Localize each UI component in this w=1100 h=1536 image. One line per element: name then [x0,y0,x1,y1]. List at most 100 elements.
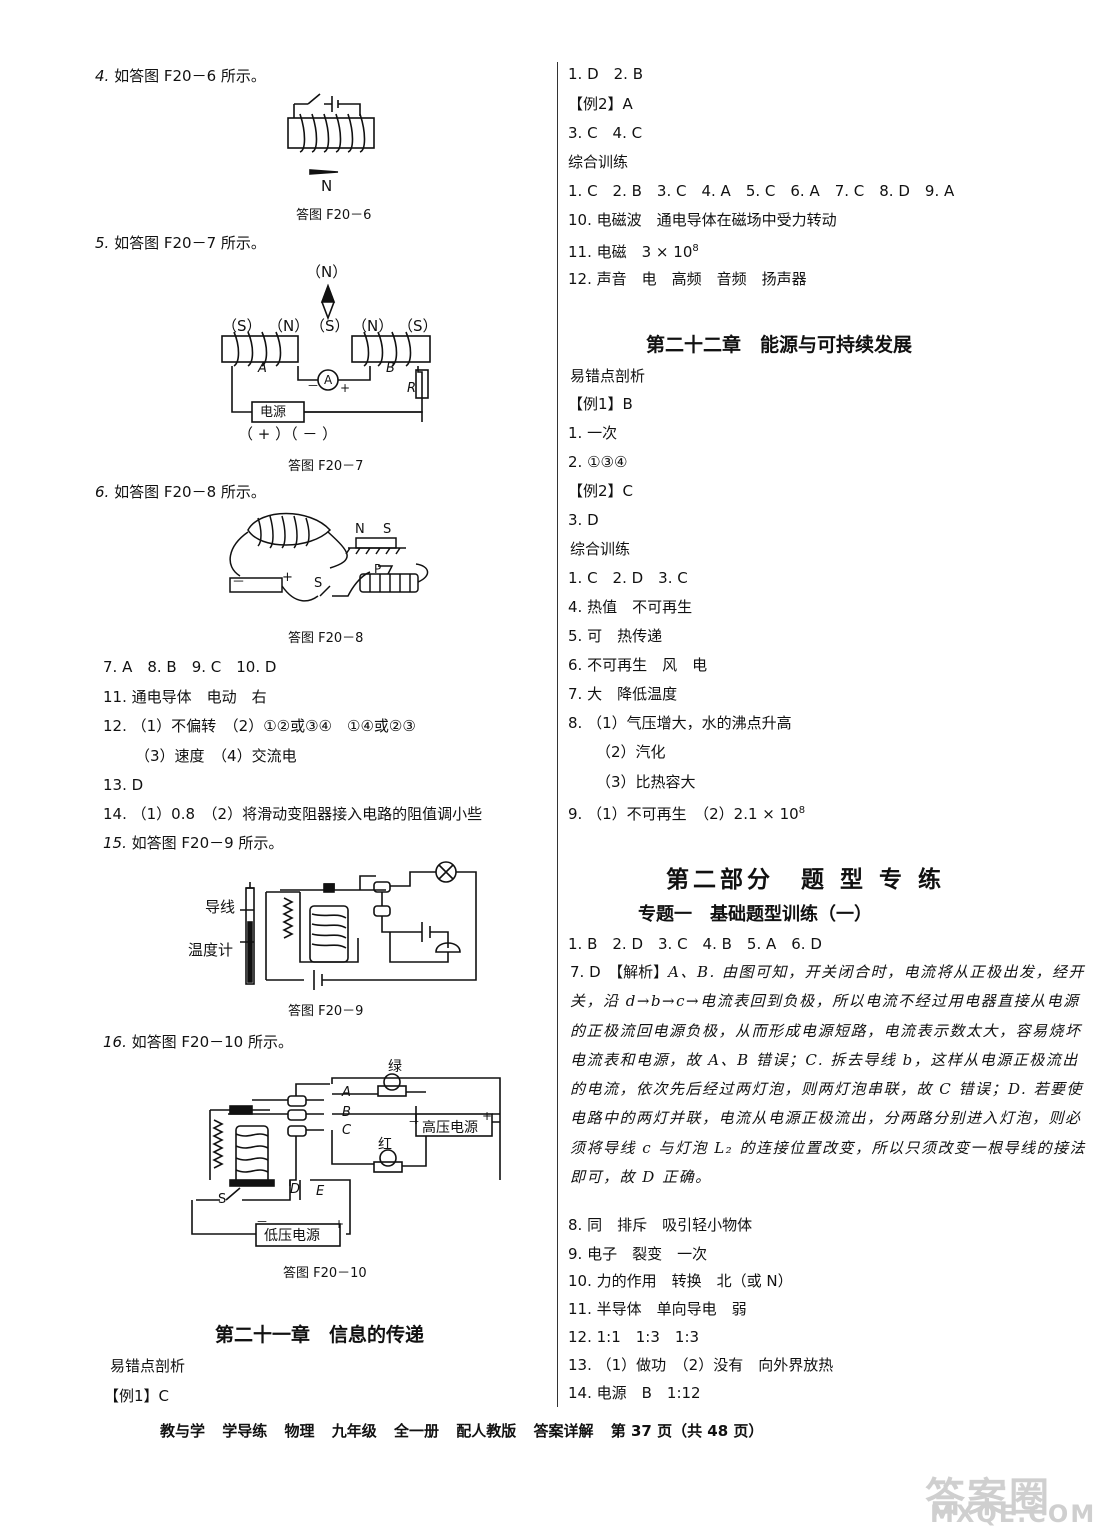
battery-plus: + [282,570,293,585]
figure-f20-8 [229,512,429,602]
footer-section: 答案详解 [533,1422,594,1440]
label-wire: 导线 [205,898,236,916]
r-line-28: 9. 电子 裂变 一次 [568,1245,708,1263]
chapter-21-title: 第二十一章 信息的传递 [215,1324,425,1346]
label-s1: （S） [222,317,262,335]
ammeter-minus: － [307,379,320,393]
column-divider [557,62,558,1407]
watermark-logo: 答案圈 [925,1475,1051,1521]
footer-subject: 物理 [284,1422,315,1440]
r-line-30: 11. 半导体 单向导电 弱 [568,1300,747,1318]
r-line-24: 9. （1）不可再生 （2）2.1 × 108 [568,805,806,823]
topic-1-title: 专题一 基础题型训练（一） [638,904,872,925]
r-line-25: 1. B 2. D 3. C 4. B 5. A 6. D [568,935,822,953]
label-n: N [321,177,333,195]
r-line-2: 【例2】A [568,95,633,113]
r-line-27: 8. 同 排斥 吸引轻小物体 [568,1216,753,1234]
r-line-7: 11. 电磁 3 × 108 [568,243,699,261]
footer-volume: 全一册 [394,1422,440,1440]
caption-f20-9: 答图 F20－9 [288,1004,364,1019]
answer-15: 15. 如答图 F20－9 所示。 [103,834,284,852]
caption-f20-6: 答图 F20－6 [296,208,372,223]
r-line-19: 6. 不可再生 风 电 [568,656,708,674]
answer-12a: 12. （1）不偏转 （2）①②或③④ ①④或②③ [103,717,416,735]
high-minus: － [408,1115,421,1129]
r-line-21: 8. （1）气压增大，水的沸点升高 [568,714,792,732]
answer-7-10: 7. A 8. B 9. C 10. D [103,658,277,676]
r-line-23: （3）比热容大 [596,773,696,791]
label-green: 绿 [388,1059,402,1075]
answer-14: 14. （1）0.8 （2）将滑动变阻器接入电路的阻值调小些 [103,805,483,823]
r-line-10: 【例1】B [568,395,633,413]
caption-f20-8: 答图 F20－8 [288,631,364,646]
r-line-33: 14. 电源 B 1:12 [568,1384,701,1402]
label-a: A [342,1085,351,1100]
answer-5: 5. 如答图 F20－7 所示。 [95,234,266,252]
answer-4: 4. 如答图 F20－6 所示。 [95,67,266,85]
error-analysis-heading: 易错点剖析 [110,1357,186,1375]
r-line-1: 1. D 2. B [568,65,644,83]
ammeter-plus: + [340,381,351,395]
magnet-n: N [355,522,365,537]
label-red: 红 [378,1137,392,1153]
answer-13: 13. D [103,776,144,794]
label-s2: （S） [310,317,350,335]
polarity-label: （ + ）（ － ） [238,425,338,443]
figure-f20-10 [191,1073,501,1247]
label-n1: （N） [268,317,310,335]
high-plus: + [482,1109,493,1123]
r-line-22: （2）汽化 [596,743,666,761]
answer-11: 11. 通电导体 电动 右 [103,688,267,706]
label-thermometer: 温度计 [188,941,234,959]
r-line-18: 5. 可 热传递 [568,627,663,645]
part-2-title: 第二部分 题 型 专 练 [666,866,946,893]
label-switch-s: S [218,1192,227,1207]
footer-series: 学导练 [222,1422,268,1440]
r-line-32: 13. （1）做功 （2）没有 向外界放热 [568,1356,834,1374]
caption-f20-7: 答图 F20－7 [288,459,364,474]
ammeter-label: A [324,373,333,387]
example-1-answer: 【例1】C [104,1387,170,1405]
footer-edition: 配人教版 [456,1422,517,1440]
footer-brand: 教与学 [160,1422,206,1440]
figure-f20-6 [287,93,375,175]
answer-16: 16. 如答图 F20－10 所示。 [103,1033,293,1051]
r-line-13: 【例2】C [568,482,634,500]
r-line-17: 4. 热值 不可再生 [568,598,693,616]
label-a: A [258,361,267,376]
label-top-n: （N） [306,263,348,281]
r-line-16: 1. C 2. D 3. C [568,569,688,587]
label-r: R [407,381,417,396]
footer-grade: 九年级 [331,1422,377,1440]
label-s3: （S） [398,317,438,335]
answer-12b: （3）速度 （4）交流电 [135,747,297,765]
label-b: B [386,361,395,376]
r-line-15: 综合训练 [570,540,631,558]
label-e: E [316,1184,325,1199]
r-line-4: 综合训练 [568,153,629,171]
footer-page-number: 第 37 页（共 48 页） [610,1422,764,1440]
switch-s: S [314,576,323,591]
answer-7-explanation: 7. D 【解析】A、B. 由图可知，开关闭合时，电流将从正极出发，经开关，沿 … [570,963,1086,1187]
answer-6: 6. 如答图 F20－8 所示。 [95,483,266,501]
magnet-s: S [383,522,392,537]
r-line-3: 3. C 4. C [568,124,643,142]
power-label: 电源 [260,405,287,420]
r-line-11: 1. 一次 [568,424,618,442]
battery-minus: － [232,575,246,590]
low-minus: － [256,1215,269,1229]
r-line-20: 7. 大 降低温度 [568,685,678,703]
slider-p: P [374,562,382,576]
figure-f20-9 [240,861,477,990]
chapter-22-title: 第二十二章 能源与可持续发展 [646,334,913,356]
label-b: B [342,1105,351,1120]
label-high-voltage: 高压电源 [422,1120,478,1136]
watermark-url: MXQE.COM [930,1500,1097,1528]
r-line-29: 10. 力的作用 转换 北（或 N） [568,1272,793,1290]
r-line-9: 易错点剖析 [570,367,646,385]
r-line-14: 3. D [568,511,599,529]
page-footer: 教与学 学导练 物理 九年级 全一册 配人教版 答案详解 第 37 页（共 48… [160,1420,775,1441]
label-d: D [290,1182,301,1197]
r-line-5: 1. C 2. B 3. C 4. A 5. C 6. A 7. C 8. D … [568,182,955,200]
low-plus: + [334,1217,345,1231]
